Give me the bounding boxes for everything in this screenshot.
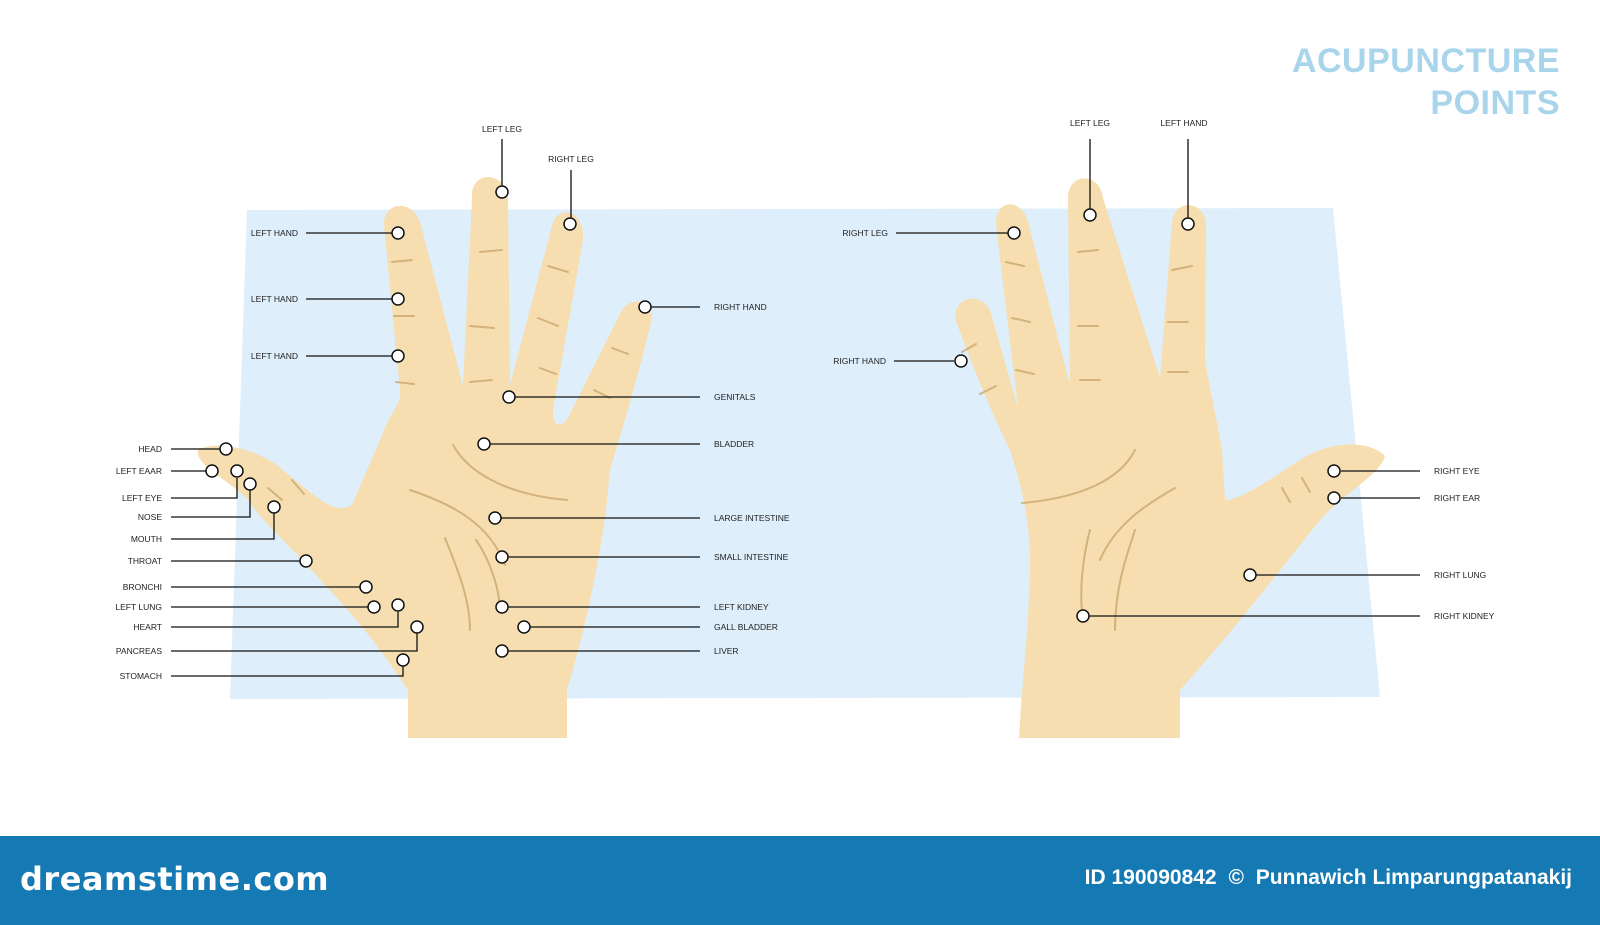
point-left-eye	[230, 464, 244, 478]
point-right-ear	[1327, 491, 1341, 505]
label-left-hand-2: LEFT HAND	[251, 294, 298, 304]
label-right-leg-top: RIGHT LEG	[548, 154, 594, 164]
label-left-kidney: LEFT KIDNEY	[714, 602, 769, 612]
point-heart	[391, 598, 405, 612]
footer-credit: ID 190090842 © Punnawich Limparungpatana…	[1085, 866, 1572, 890]
point-r-right-hand	[954, 354, 968, 368]
label-right-hand: RIGHT HAND	[714, 302, 767, 312]
point-bladder	[477, 437, 491, 451]
label-heart: HEART	[133, 622, 162, 632]
label-liver: LIVER	[714, 646, 739, 656]
point-right-leg	[563, 217, 577, 231]
label-bronchi: BRONCHI	[123, 582, 162, 592]
point-head	[219, 442, 233, 456]
label-left-lung: LEFT LUNG	[115, 602, 162, 612]
title-line-1: ACUPUNCTURE	[1291, 42, 1560, 80]
label-left-ear: LEFT EAAR	[116, 466, 162, 476]
point-pancreas	[410, 620, 424, 634]
right-hand-labels: LEFT LEG LEFT HAND RIGHT LEG RIGHT HAND …	[833, 118, 1494, 621]
label-left-hand-1: LEFT HAND	[251, 228, 298, 238]
point-large-intestine	[488, 511, 502, 525]
point-gall-bladder	[517, 620, 531, 634]
label-head: HEAD	[138, 444, 162, 454]
point-right-kidney	[1076, 609, 1090, 623]
point-right-eye	[1327, 464, 1341, 478]
label-mouth: MOUTH	[131, 534, 162, 544]
point-r-left-hand	[1181, 217, 1195, 231]
label-r-left-hand-top: LEFT HAND	[1160, 118, 1207, 128]
acupoint-markers	[205, 185, 1341, 667]
image-id: ID 190090842	[1084, 866, 1217, 889]
label-small-intestine: SMALL INTESTINE	[714, 552, 789, 562]
footer-brand: dreamstime.com	[20, 860, 330, 898]
copyright-symbol: ©	[1228, 866, 1244, 889]
point-left-hand-1	[391, 226, 405, 240]
right-hand-illustration	[955, 178, 1385, 738]
right-hand-creases	[961, 249, 1311, 631]
label-pancreas: PANCREAS	[116, 646, 162, 656]
title-line-2: POINTS	[1430, 84, 1560, 122]
point-stomach	[396, 653, 410, 667]
label-left-leg-top: LEFT LEG	[482, 124, 522, 134]
author-name: Punnawich Limparungpatanakij	[1255, 866, 1572, 889]
point-r-left-leg	[1083, 208, 1097, 222]
point-left-ear	[205, 464, 219, 478]
point-genitals	[502, 390, 516, 404]
label-throat: THROAT	[128, 556, 162, 566]
point-right-lung	[1243, 568, 1257, 582]
leader-lines	[171, 139, 1420, 677]
label-left-eye: LEFT EYE	[122, 493, 162, 503]
footer-bar: dreamstime.com ID 190090842 © Punnawich …	[0, 836, 1600, 925]
point-nose	[243, 477, 257, 491]
label-gall-bladder: GALL BLADDER	[714, 622, 778, 632]
label-right-eye: RIGHT EYE	[1434, 466, 1480, 476]
label-genitals: GENITALS	[714, 392, 756, 402]
label-right-kidney: RIGHT KIDNEY	[1434, 611, 1495, 621]
label-right-lung: RIGHT LUNG	[1434, 570, 1486, 580]
label-right-ear: RIGHT EAR	[1434, 493, 1480, 503]
diagram-title: ACUPUNCTURE POINTS	[1292, 40, 1560, 124]
label-nose: NOSE	[138, 512, 162, 522]
point-r-right-leg	[1007, 226, 1021, 240]
point-bronchi	[359, 580, 373, 594]
label-left-hand-3: LEFT HAND	[251, 351, 298, 361]
label-r-right-leg: RIGHT LEG	[842, 228, 888, 238]
point-left-hand-3	[391, 349, 405, 363]
label-r-right-hand: RIGHT HAND	[833, 356, 886, 366]
point-liver	[495, 644, 509, 658]
point-left-leg	[495, 185, 509, 199]
left-hand-labels: LEFT LEG RIGHT LEG LEFT HAND LEFT HAND L…	[115, 124, 790, 681]
label-large-intestine: LARGE INTESTINE	[714, 513, 790, 523]
point-left-hand-2	[391, 292, 405, 306]
point-mouth	[267, 500, 281, 514]
label-bladder: BLADDER	[714, 439, 754, 449]
point-left-kidney	[495, 600, 509, 614]
point-small-intestine	[495, 550, 509, 564]
point-left-lung	[367, 600, 381, 614]
point-throat	[299, 554, 313, 568]
label-stomach: STOMACH	[120, 671, 162, 681]
label-r-left-leg-top: LEFT LEG	[1070, 118, 1110, 128]
point-right-hand	[638, 300, 652, 314]
